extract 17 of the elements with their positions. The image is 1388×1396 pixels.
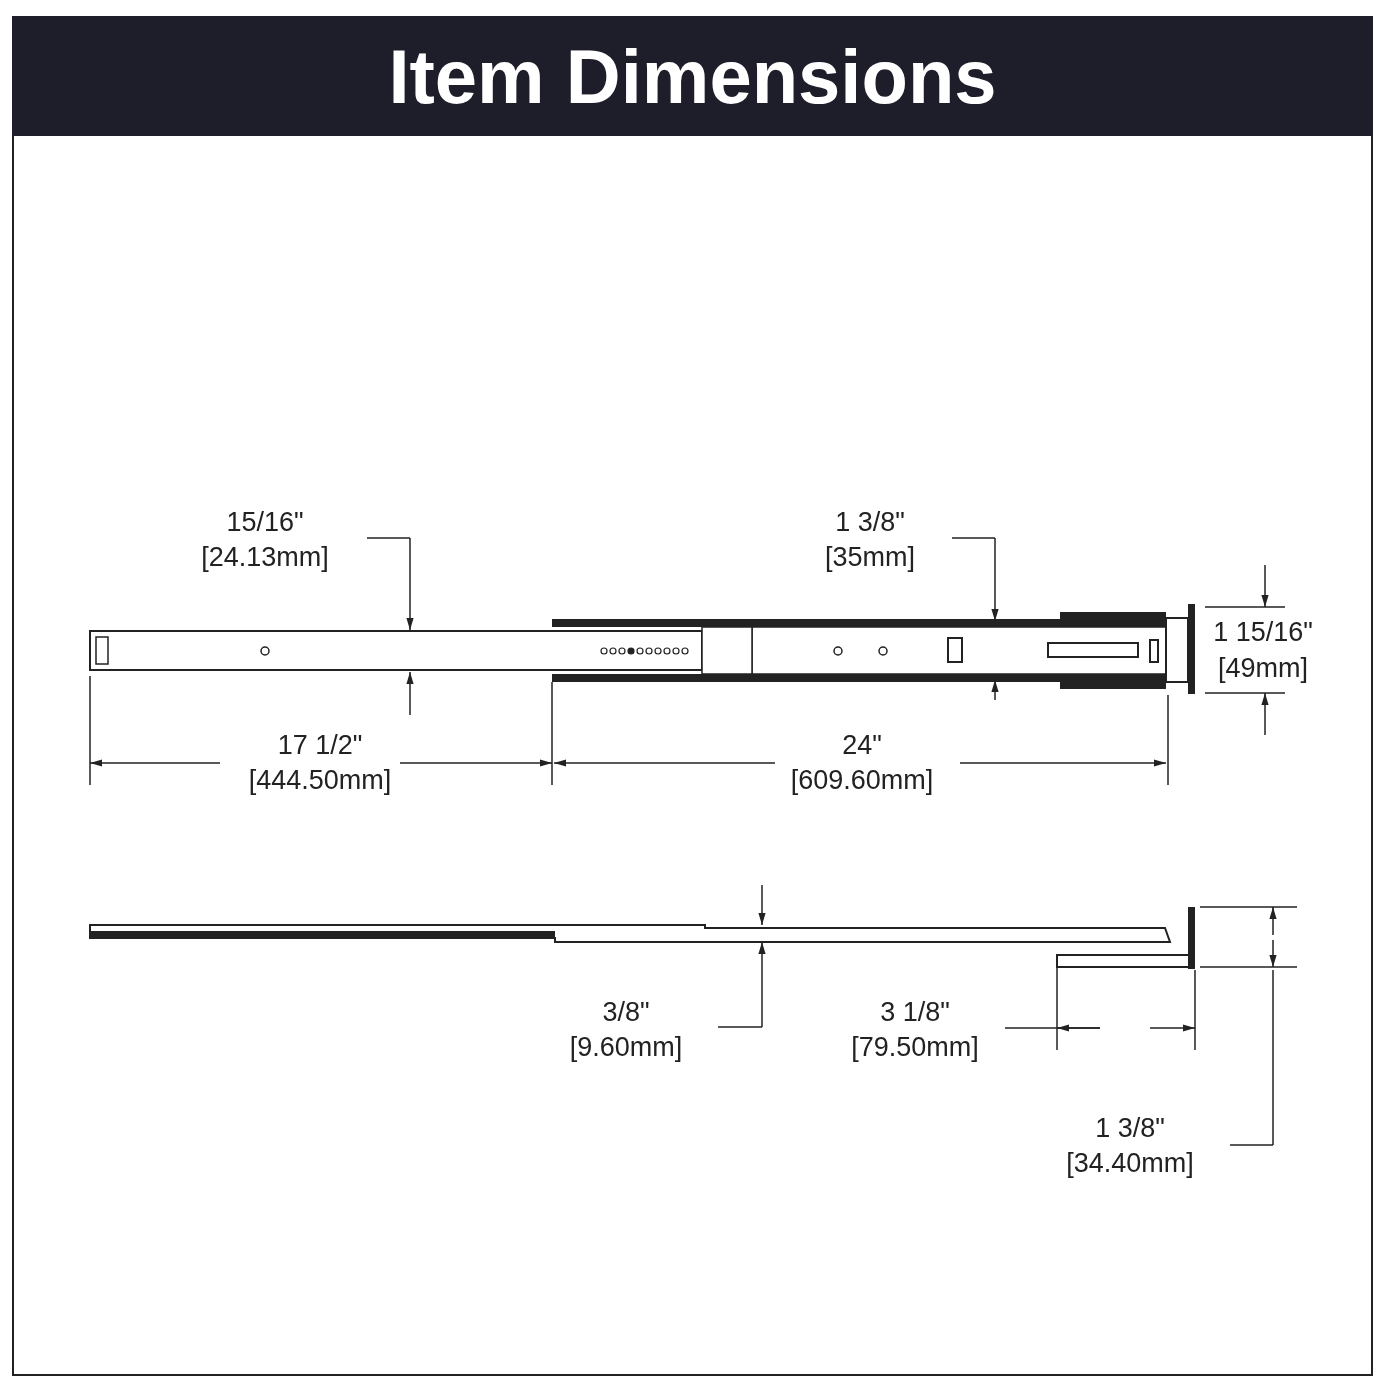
metric-dimension: [609.60mm]: [790, 764, 934, 796]
inch-dimension: 3 1/8": [880, 996, 950, 1028]
inch-dimension: 3/8": [602, 996, 650, 1028]
inch-dimension: 1 15/16": [1213, 616, 1313, 648]
metric-dimension: [35mm]: [825, 541, 915, 573]
inch-dimension: 17 1/2": [277, 729, 363, 761]
inch-dimension: 24": [842, 729, 882, 761]
title-banner: Item Dimensions: [12, 16, 1373, 136]
metric-dimension: [49mm]: [1218, 652, 1308, 684]
inch-dimension: 1 3/8": [1095, 1112, 1165, 1144]
metric-dimension: [79.50mm]: [851, 1031, 979, 1063]
metric-dimension: [9.60mm]: [569, 1031, 683, 1063]
metric-dimension: [24.13mm]: [201, 541, 329, 573]
metric-dimension: [444.50mm]: [248, 764, 392, 796]
inch-dimension: 15/16": [226, 506, 304, 538]
inch-dimension: 1 3/8": [835, 506, 905, 538]
metric-dimension: [34.40mm]: [1066, 1147, 1194, 1179]
